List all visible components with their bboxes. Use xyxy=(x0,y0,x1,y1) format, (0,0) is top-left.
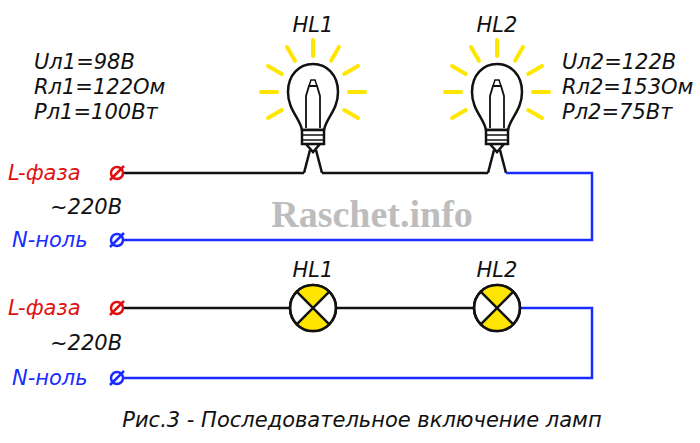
voltage-label: ~220В xyxy=(50,333,122,354)
light-ray xyxy=(261,90,277,94)
phase-label: L-фаза xyxy=(8,298,81,319)
lamp-value: Uл1=98В xyxy=(34,52,135,73)
watermark: Raschet.info xyxy=(271,195,473,233)
light-ray xyxy=(495,40,499,56)
lamp-value: Рл2=75Вт xyxy=(562,102,672,123)
bulb-symbol xyxy=(288,64,338,173)
light-ray xyxy=(287,47,295,61)
light-ray xyxy=(331,47,339,61)
voltage-label: ~220В xyxy=(50,197,122,218)
light-ray xyxy=(533,90,549,94)
lamp-value: Rл2=153Ом xyxy=(562,77,693,98)
bulb-symbol xyxy=(472,64,522,173)
lamp-name: HL1 xyxy=(293,15,334,36)
lamp-name: HL1 xyxy=(293,260,334,281)
lamp-value: Uл2=122В xyxy=(562,52,676,73)
light-ray xyxy=(515,47,523,61)
light-ray xyxy=(344,110,358,118)
light-ray xyxy=(528,110,542,118)
lamp-value: Рл1=100Вт xyxy=(34,102,158,123)
lamp-name: HL2 xyxy=(477,260,518,281)
light-ray xyxy=(344,66,358,74)
light-ray xyxy=(268,66,282,74)
light-ray xyxy=(452,66,466,74)
neutral-label: N-ноль xyxy=(12,368,88,389)
light-ray xyxy=(445,90,461,94)
lamp-symbol xyxy=(290,285,336,331)
light-ray xyxy=(268,110,282,118)
light-ray xyxy=(528,66,542,74)
light-ray xyxy=(349,90,365,94)
light-ray xyxy=(471,47,479,61)
neutral-label: N-ноль xyxy=(12,230,88,251)
wire xyxy=(123,308,592,378)
lamp-name: HL2 xyxy=(477,15,518,36)
light-ray xyxy=(311,40,315,56)
lamp-value: Rл1=122Ом xyxy=(34,77,165,98)
figure-caption: Рис.3 - Последовательное включение ламп xyxy=(122,410,601,431)
phase-label: L-фаза xyxy=(8,163,81,184)
wire xyxy=(123,173,592,240)
lamp-symbol xyxy=(474,285,520,331)
light-ray xyxy=(452,110,466,118)
